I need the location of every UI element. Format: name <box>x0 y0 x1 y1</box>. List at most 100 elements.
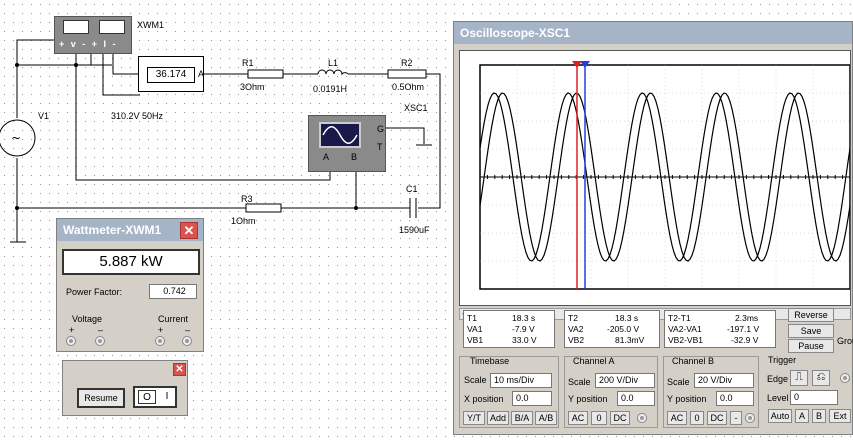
scope-pin-g: G <box>377 124 385 134</box>
voltage-label: Voltage <box>72 314 103 324</box>
channel-b-zero-button[interactable]: 0 <box>690 411 704 425</box>
save-button[interactable]: Save <box>788 324 834 338</box>
falling-edge-icon[interactable]: ⎌ <box>812 370 830 386</box>
current-minus-terminal[interactable] <box>182 336 192 346</box>
power-factor-value: 0.742 <box>149 284 197 299</box>
pause-button[interactable]: Pause <box>788 339 834 353</box>
meter-dial-icon <box>63 20 89 34</box>
trigger-edge-label: Edge <box>767 374 789 384</box>
sine-wave-icon <box>319 122 361 148</box>
current-minus-label: – <box>185 325 191 335</box>
current-plus-label: + <box>158 325 164 335</box>
meter-dial-icon <box>99 20 125 34</box>
trigger-auto-button[interactable]: Auto <box>768 409 792 423</box>
cursor-t1-handle[interactable] <box>572 61 582 68</box>
close-icon[interactable]: ✕ <box>180 222 198 239</box>
switch-off-icon: O <box>138 390 156 404</box>
timebase-scale-label: Scale <box>464 375 487 385</box>
scope-display <box>479 61 851 290</box>
c1-name: C1 <box>406 184 418 194</box>
wattmeter-symbol[interactable]: + v - + I - <box>54 16 132 54</box>
current-label: Current <box>158 314 189 324</box>
channel-a-trace <box>479 92 851 262</box>
power-factor-label: Power Factor: <box>66 287 123 297</box>
channel-b-ypos-label: Y position <box>667 394 707 404</box>
l1-name: L1 <box>328 58 339 68</box>
timebase-title: Timebase <box>470 356 510 366</box>
channel-b-invert-button[interactable]: - <box>730 411 742 425</box>
v1-name: V1 <box>38 111 50 121</box>
trigger-title: Trigger <box>768 355 797 365</box>
channel-a-ypos-field[interactable]: 0.0 <box>617 391 655 406</box>
timebase-scale-field[interactable]: 10 ms/Div <box>490 373 552 388</box>
channel-b-scale-field[interactable]: 20 V/Div <box>694 373 754 388</box>
channel-b-ground-radio[interactable] <box>745 413 755 423</box>
oscilloscope-title[interactable]: Oscilloscope-XSC1 <box>454 22 852 44</box>
add-mode-button[interactable]: Add <box>487 411 509 425</box>
channel-a-scale-field[interactable]: 200 V/Div <box>595 373 655 388</box>
channel-b-dc-button[interactable]: DC <box>707 411 727 425</box>
r1-name: R1 <box>242 58 254 68</box>
trigger-group: Trigger Edge ⎍ ⎌ Level 0 Auto A B Ext <box>764 355 853 428</box>
ammeter-unit: A <box>198 69 205 79</box>
oscilloscope-window: Oscilloscope-XSC1 ◂ T1 18.3 s VA1 -7.9 V… <box>453 21 853 435</box>
readout-t1: T1 18.3 s VA1 -7.9 V VB1 33.0 V <box>463 310 555 348</box>
channel-a-ypos-label: Y position <box>568 394 608 404</box>
ba-mode-button[interactable]: B/A <box>511 411 533 425</box>
xposition-field[interactable]: 0.0 <box>512 391 552 406</box>
channel-a-zero-button[interactable]: 0 <box>591 411 607 425</box>
voltage-plus-terminal[interactable] <box>66 336 76 346</box>
channel-b-trace <box>479 92 851 262</box>
r3-name: R3 <box>241 194 253 204</box>
r2-name: R2 <box>401 58 413 68</box>
channel-b-ypos-field[interactable]: 0.0 <box>716 391 754 406</box>
yt-mode-button[interactable]: Y/T <box>463 411 485 425</box>
switch-on-icon: I <box>165 391 169 402</box>
channel-a-title: Channel A <box>573 356 615 366</box>
reverse-button[interactable]: Reverse <box>788 308 834 322</box>
trigger-ext-button[interactable]: Ext <box>829 409 851 423</box>
channel-b-title: Channel B <box>672 356 715 366</box>
channel-a-dc-button[interactable]: DC <box>610 411 630 425</box>
r2-value: 0.5Ohm <box>392 82 425 92</box>
channel-b-group: Channel B Scale 20 V/Div Y position 0.0 … <box>663 356 759 428</box>
current-plus-terminal[interactable] <box>155 336 165 346</box>
ammeter-reading: 36.174 <box>147 67 195 83</box>
trigger-ext-radio[interactable] <box>840 373 850 383</box>
ground-label: Grou <box>837 336 853 346</box>
trigger-b-button[interactable]: B <box>812 409 826 423</box>
v1-value: 310.2V 50Hz <box>111 111 164 121</box>
scope-pin-b: B <box>351 152 358 162</box>
channel-a-scale-label: Scale <box>568 377 591 387</box>
voltage-minus-terminal[interactable] <box>95 336 105 346</box>
r3-value: 1Ohm <box>231 216 256 226</box>
ab-mode-button[interactable]: A/B <box>535 411 557 425</box>
channel-a-ground-radio[interactable] <box>637 413 647 423</box>
resume-button[interactable]: Resume <box>77 388 125 408</box>
readout-t2: T2 18.3 s VA2 -205.0 V VB2 81.3mV <box>564 310 660 348</box>
scope-pin-t: T <box>377 142 383 152</box>
scope-screen[interactable] <box>459 50 851 306</box>
simulation-window: ✕ Resume O I <box>62 360 188 416</box>
channel-b-ac-button[interactable]: AC <box>667 411 687 425</box>
xposition-label: X position <box>464 394 504 404</box>
ammeter[interactable]: 36.174 A <box>138 56 204 92</box>
trigger-level-label: Level <box>767 393 789 403</box>
wattmeter-label: XWM1 <box>137 20 164 30</box>
svg-text:~: ~ <box>11 131 21 145</box>
trigger-a-button[interactable]: A <box>795 409 809 423</box>
channel-b-scale-label: Scale <box>667 377 690 387</box>
power-reading: 5.887 kW <box>62 249 200 275</box>
scope-pin-a: A <box>323 152 330 162</box>
rising-edge-icon[interactable]: ⎍ <box>790 370 808 386</box>
wattmeter-title[interactable]: Wattmeter-XWM1 <box>57 219 203 241</box>
cursor-t2-handle[interactable] <box>580 61 590 68</box>
simulation-toggle[interactable]: O I <box>133 386 177 408</box>
wattmeter-pins: + v - + I - <box>59 39 118 49</box>
voltage-minus-label: – <box>98 325 104 335</box>
trigger-level-field[interactable]: 0 <box>790 390 838 405</box>
channel-a-ac-button[interactable]: AC <box>568 411 588 425</box>
oscilloscope-symbol[interactable]: A B G T <box>308 115 386 172</box>
close-icon[interactable]: ✕ <box>173 363 186 376</box>
